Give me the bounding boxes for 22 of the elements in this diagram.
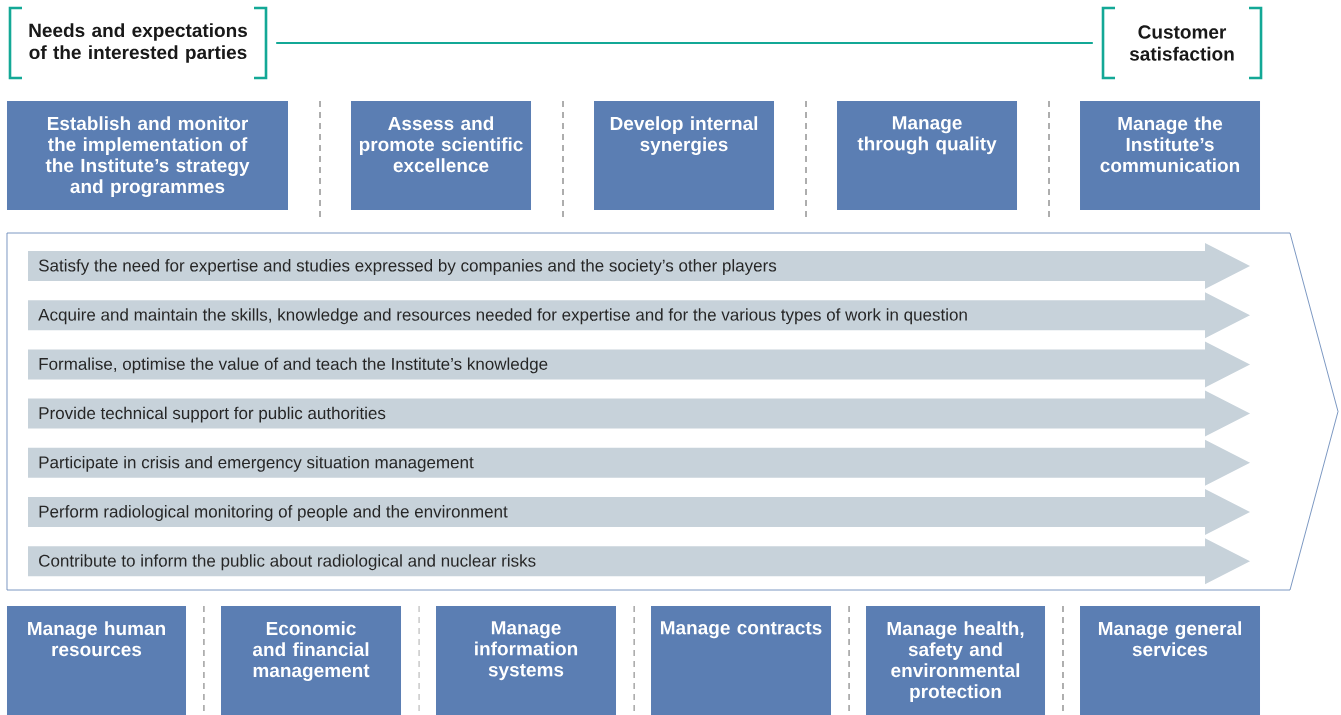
process-banner: Participate in crisis and emergency situation management [28, 439, 1250, 486]
process-banner: Perform radiological monitoring of people and the environment [28, 489, 1250, 535]
process-box: Manage contracts [651, 606, 831, 715]
bracketed-heading: Needs and expectations of the interested parties [8, 6, 268, 80]
connector-line [275, 42, 1094, 44]
process-box: Manage health, safety and environmental protection [866, 606, 1045, 715]
process-banner: Contribute to inform the public about radiological and nuclear risks [28, 538, 1250, 585]
process-box: Develop internal synergies [594, 101, 774, 210]
process-box: Establish and monitor the implementation of the Institute’s strategy and programmes [7, 101, 288, 210]
process-box: Assess and promote scientific excellence [351, 101, 531, 210]
process-box: Manage human resources [7, 606, 186, 715]
process-banner: Provide technical support for public authorities [28, 390, 1250, 437]
process-box: Economic and financial management [221, 606, 401, 715]
process-banner: Formalise, optimise the value of and teach the Institute’s knowledge [28, 341, 1250, 388]
process-box: Manage through quality [837, 101, 1017, 210]
process-banner: Satisfy the need for expertise and studies expressed by companies and the society’s other players [28, 243, 1250, 289]
bracketed-heading: Customer satisfaction [1101, 6, 1263, 80]
chevron-frame [6, 232, 1339, 591]
process-box: Manage the Institute’s communication [1080, 101, 1260, 210]
process-box: Manage general services [1080, 606, 1260, 715]
process-box: Manage information systems [436, 606, 616, 715]
process-banner: Acquire and maintain the skills, knowledge and resources needed for expertise and for the various types of work in question [28, 292, 1250, 339]
